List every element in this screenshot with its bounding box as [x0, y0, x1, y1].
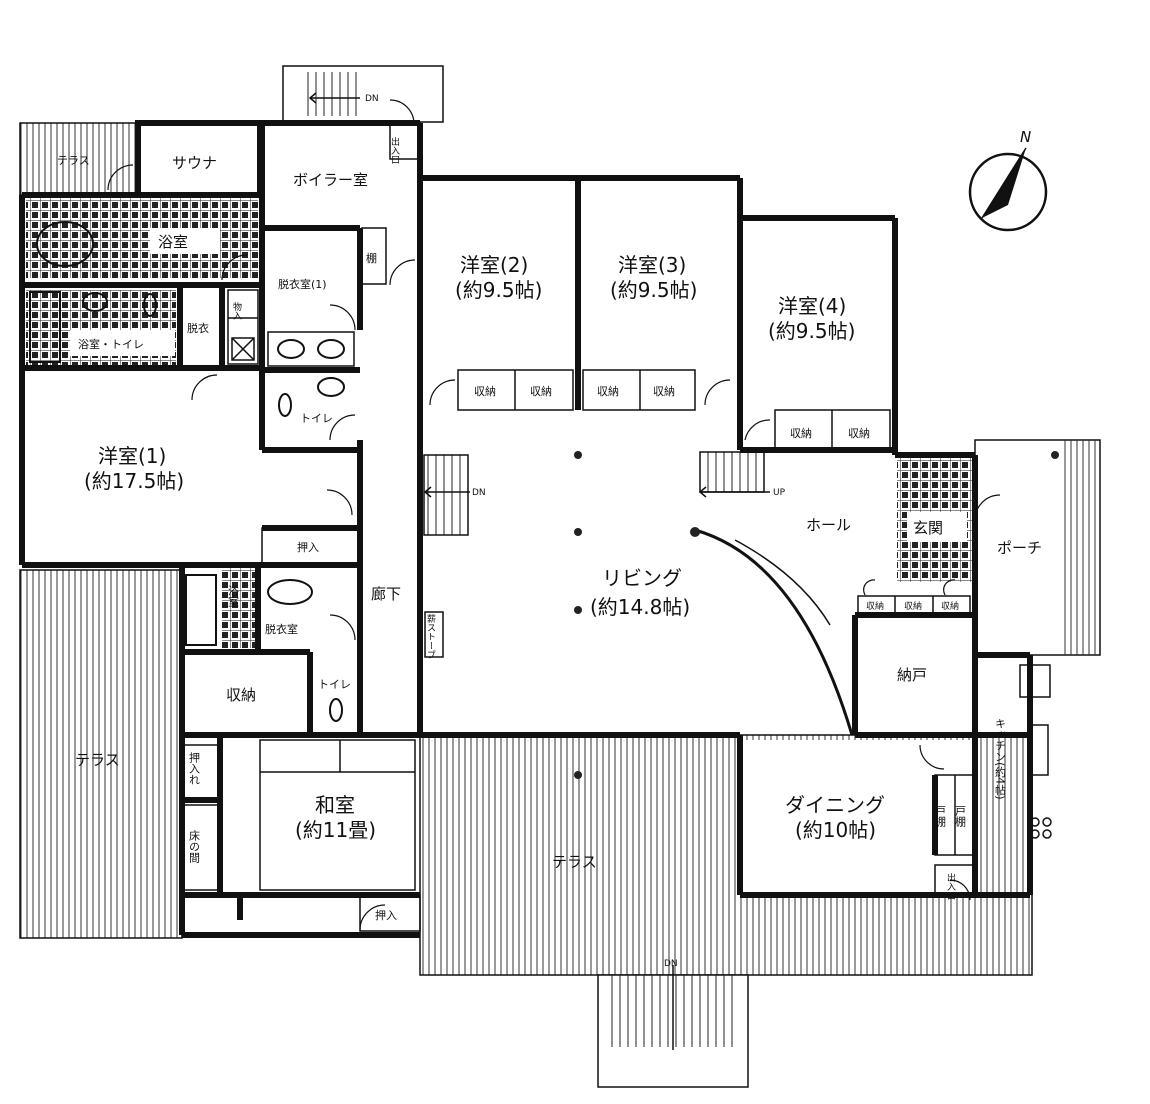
room-labels: テラス サウナ ボイラー室 出入口 浴室 脱衣室(1) 棚 物入 脱衣 浴室・ト…: [57, 94, 1042, 969]
label-bath-small: 浴室: [227, 585, 240, 607]
label-porch: ポーチ: [997, 539, 1042, 557]
label-dn-corridor: DN: [472, 488, 486, 498]
stairs-corridor: [423, 454, 469, 536]
label-terrace-nw: テラス: [57, 154, 90, 167]
label-up-hall: UP: [773, 488, 786, 498]
label-closet-w: 収納: [226, 686, 256, 704]
bath-toilet-label-bg: [70, 330, 175, 356]
closets: [181, 122, 976, 932]
label-western1-name: 洋室(1): [98, 444, 166, 468]
terrace-nw: [19, 122, 139, 196]
stairs-top-steps: [305, 72, 361, 116]
label-storage-mono: 物入: [231, 301, 242, 320]
walls: [19, 120, 1033, 938]
label-terrace-w: テラス: [75, 751, 120, 769]
stairs-hall: [699, 451, 765, 493]
doors: [107, 99, 1001, 931]
label-dressing1: 脱衣室(1): [278, 277, 327, 291]
label-closet-e2: 収納: [904, 600, 922, 612]
label-dining-size: (約10帖): [795, 818, 876, 842]
label-washitsu-name: 和室: [315, 793, 355, 817]
label-exit-top: 出入口: [389, 136, 400, 164]
label-dressing-small: 脱衣: [187, 321, 209, 335]
label-western3-name: 洋室(3): [618, 253, 686, 277]
label-western1-size: (約17.5帖): [84, 469, 184, 493]
label-entrance: 玄関: [913, 519, 943, 537]
label-closet-e3: 収納: [941, 600, 959, 612]
entrance-label-bg: [907, 512, 967, 542]
label-hall: ホール: [806, 516, 851, 534]
bath-tile-small: [222, 568, 258, 648]
label-dn-bottom: DN: [664, 959, 678, 969]
label-boiler: ボイラー室: [293, 171, 368, 189]
label-stove: 薪ストーブ: [425, 613, 436, 659]
terrace-porch-deck: [1060, 440, 1100, 655]
label-nando: 納戸: [897, 666, 927, 684]
tatami: [259, 739, 416, 891]
label-closet-4a: 収納: [790, 427, 812, 440]
label-living-size: (約14.8帖): [590, 595, 690, 619]
label-tokonoma: 床の間: [188, 829, 201, 864]
label-sauna: サウナ: [172, 154, 217, 172]
label-terrace-s: テラス: [552, 853, 597, 871]
label-toilet1: トイレ: [300, 412, 333, 425]
label-dressing-room: 脱衣室: [265, 622, 298, 636]
label-shelf: 棚: [366, 251, 377, 265]
hall-curve: [734, 539, 831, 626]
label-toilet2: トイレ: [318, 678, 351, 691]
label-western4-name: 洋室(4): [778, 294, 846, 318]
label-closet-3b: 収納: [653, 385, 675, 398]
compass-icon: [968, 147, 1048, 232]
label-oshiire-2: 押入: [375, 908, 397, 922]
label-corridor: 廊下: [371, 585, 401, 603]
label-kitchen: キッチン(約4帖): [994, 718, 1007, 800]
label-bath-toilet: 浴室・トイレ: [78, 337, 144, 351]
label-western4-size: (約9.5帖): [768, 319, 855, 343]
label-closet-2b: 収納: [530, 385, 552, 398]
stair-arrows: [308, 92, 770, 1050]
stove: [424, 611, 444, 658]
label-western2-size: (約9.5帖): [455, 278, 542, 302]
terrace-south-clear: [740, 740, 978, 895]
label-exit-bottom: 出入口: [945, 872, 956, 900]
label-western3-size: (約9.5帖): [610, 278, 697, 302]
label-living-name: リビング: [602, 566, 682, 590]
fixtures: [29, 221, 1052, 839]
bath-label-bg: [150, 228, 220, 254]
label-bath-top: 浴室: [158, 233, 188, 251]
label-dn-top: DN: [365, 94, 379, 104]
columns: [574, 451, 1059, 779]
label-washitsu-size: (約11畳): [295, 818, 376, 842]
label-dining-name: ダイニング: [785, 793, 885, 817]
label-closet-2a: 収納: [474, 385, 496, 398]
terrace-west: [19, 569, 183, 939]
compass-north: N: [1020, 128, 1031, 146]
living-curve: [694, 528, 854, 736]
label-western2-name: 洋室(2): [460, 253, 528, 277]
label-closet-4b: 収納: [848, 427, 870, 440]
label-oshiire-re: 押入れ: [188, 751, 201, 785]
label-oshiire: 押入: [297, 540, 319, 554]
label-todana-1: 戸棚: [934, 805, 947, 828]
label-closet-e1: 収納: [866, 600, 884, 612]
label-todana-2: 戸棚: [954, 805, 967, 828]
label-closet-3a: 収納: [597, 385, 619, 398]
